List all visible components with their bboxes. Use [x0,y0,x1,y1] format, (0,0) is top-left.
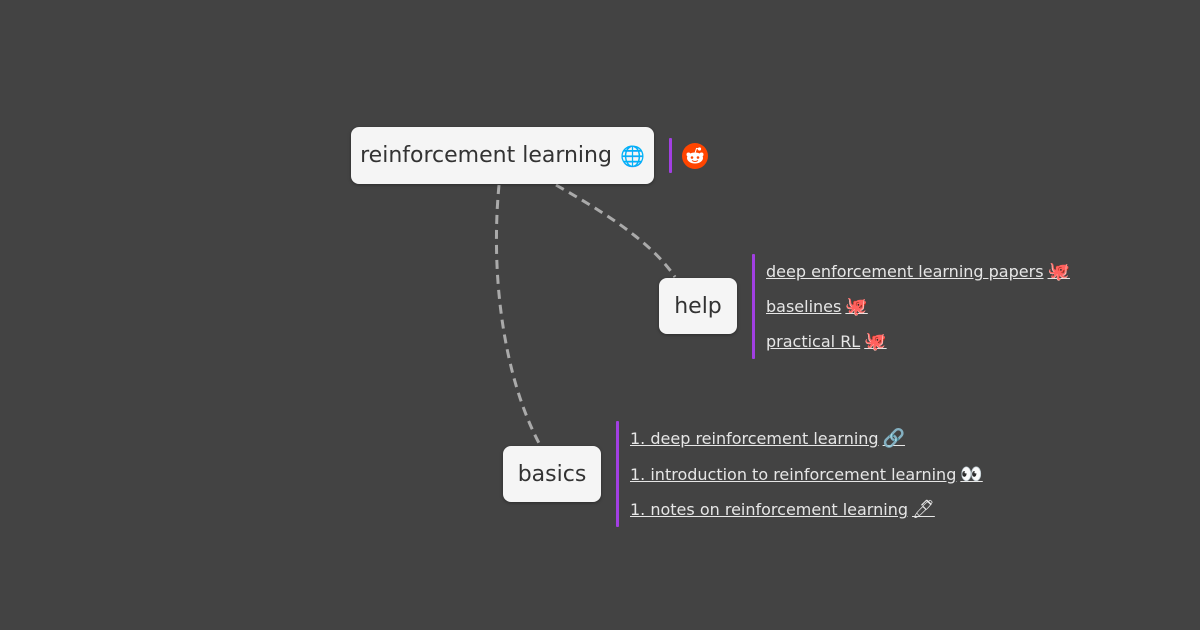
basics-link-introduction-to-reinforcement-learning[interactable]: 1. introduction to reinforcement learnin… [630,464,983,485]
root-node[interactable]: reinforcement learning 🌐 [351,127,654,184]
github-octocat-icon: 🐙 [1047,261,1070,282]
basics-link-notes-on-reinforcement-learning[interactable]: 1. notes on reinforcement learning 🖊 [630,499,935,520]
edge-root-help [555,183,677,278]
help-link-deep-enforcement-learning-papers[interactable]: deep enforcement learning papers 🐙 [766,261,1070,282]
help-node-label: help [674,293,722,319]
pen-icon: 🖊 [911,499,935,520]
basics-accent-bar [616,421,619,527]
basics-link-deep-reinforcement-learning[interactable]: 1. deep reinforcement learning 🔗 [630,428,906,449]
help-link-practical-rl[interactable]: practical RL 🐙 [766,331,887,352]
edge-root-basics [494,184,542,446]
help-node[interactable]: help [659,278,737,334]
link-icon: 🔗 [882,428,906,449]
basics-node-label: basics [517,461,587,487]
reddit-icon[interactable] [682,143,708,169]
github-octocat-icon: 🐙 [864,331,887,352]
basics-node[interactable]: basics [503,446,601,502]
root-node-label: reinforcement learning [360,143,612,168]
eyes-icon: 👀 [960,464,983,485]
root-accent-bar [669,138,672,173]
globe-icon: 🌐 [619,143,645,168]
github-octocat-icon: 🐙 [845,296,868,317]
help-link-baselines[interactable]: baselines 🐙 [766,296,868,317]
help-accent-bar [752,254,755,359]
